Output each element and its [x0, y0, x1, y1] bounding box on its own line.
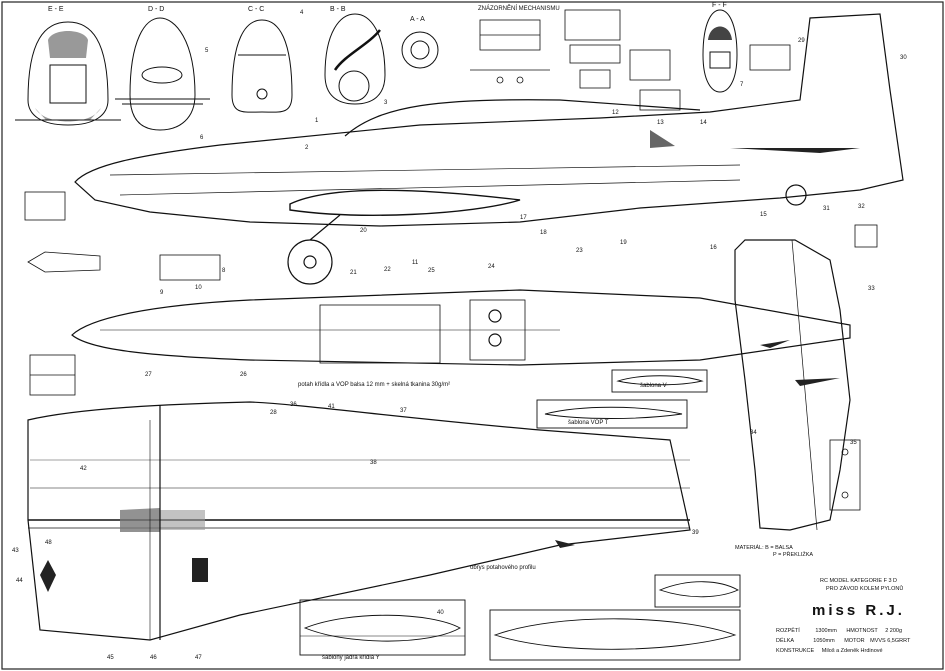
- section-label-f: F - F: [712, 2, 727, 9]
- spec-value: Miloš a Zdeněk Hrdinové: [821, 648, 883, 654]
- part-callout-11: 11: [412, 260, 419, 266]
- part-callout-27: 27: [145, 372, 152, 378]
- part-callout-26: 26: [240, 372, 247, 378]
- part-callout-6: 6: [200, 135, 204, 141]
- part-callout-28: 28: [270, 410, 277, 416]
- plan-title: miss R.J.: [812, 602, 905, 619]
- part-callout-31: 31: [823, 206, 830, 212]
- part-callout-1: 1: [315, 118, 319, 124]
- fuselage-top-view: [71, 289, 851, 366]
- part-callout-22: 22: [384, 267, 391, 273]
- wing-profile-note: obrys potahového profilu: [470, 565, 536, 571]
- part-callout-32: 32: [858, 204, 865, 210]
- part-callout-2: 2: [305, 145, 309, 151]
- part-callout-42: 42: [80, 466, 87, 472]
- part-callout-43: 43: [12, 548, 19, 554]
- header-line-2: PRO ZÁVOD KOLEM PYLONŮ: [826, 586, 904, 592]
- part-callout-34: 34: [750, 430, 757, 436]
- part-callout-10: 10: [195, 285, 202, 291]
- section-b-b: [324, 13, 386, 105]
- part-callout-36: 36: [290, 402, 297, 408]
- part-callout-16: 16: [710, 245, 717, 251]
- section-c-c: [231, 19, 293, 113]
- part-callout-4: 4: [300, 10, 304, 16]
- specs-row-2: DÉLKA 1050mm MOTOR MVVS 6,5GRRT: [776, 638, 910, 645]
- part-callout-30: 30: [900, 55, 907, 61]
- section-d-d: [115, 17, 210, 131]
- tail-fin-view: [734, 239, 851, 531]
- part-callout-9: 9: [160, 290, 164, 296]
- stab-template-note: šablona VOP T: [568, 420, 609, 426]
- part-callout-38: 38: [370, 460, 377, 466]
- part-callout-14: 14: [700, 120, 707, 126]
- part-callout-35: 35: [850, 440, 857, 446]
- spec-label: MOTOR: [844, 638, 865, 644]
- spec-label: ROZPĚTÍ: [776, 628, 800, 634]
- section-f-f: [702, 9, 738, 93]
- part-callout-12: 12: [612, 110, 619, 116]
- part-callout-8: 8: [222, 268, 226, 274]
- spec-label: HMOTNOST: [846, 628, 878, 634]
- detail-sketches-left: [24, 191, 878, 511]
- section-label-a: A - A: [410, 16, 425, 23]
- section-a-a: [401, 31, 439, 69]
- part-callout-24: 24: [488, 264, 495, 270]
- part-callout-45: 45: [107, 655, 114, 661]
- part-callout-25: 25: [428, 268, 435, 274]
- part-callout-40: 40: [437, 610, 444, 616]
- part-callout-21: 21: [350, 270, 357, 276]
- spec-label: KONSTRUKCE: [776, 648, 815, 654]
- part-callout-17: 17: [520, 215, 527, 221]
- part-callout-20: 20: [360, 228, 367, 234]
- section-label-c: C - C: [248, 6, 265, 13]
- spec-value: 1300mm: [815, 628, 837, 634]
- mechanism-details: [470, 9, 791, 111]
- part-callout-23: 23: [576, 248, 583, 254]
- part-callout-44: 44: [16, 578, 23, 584]
- part-callout-19: 19: [620, 240, 627, 246]
- tail-template-note: šablona V: [640, 383, 667, 389]
- part-callout-3: 3: [384, 100, 388, 106]
- part-callout-29: 29: [798, 38, 805, 44]
- part-callout-41: 41: [328, 404, 335, 410]
- wing-skin-note: potah křídla a VOP balsa 12 mm + skelná …: [298, 382, 451, 388]
- part-callout-7: 7: [740, 82, 744, 88]
- fuselage-side-view: [74, 13, 904, 285]
- spec-value: 2 200g: [885, 628, 903, 634]
- header-line-1: RC MODEL KATEGORIE F 3 D: [820, 578, 898, 584]
- part-callout-37: 37: [400, 408, 407, 414]
- material-line-1: MATERIÁL: B = BALSA: [735, 545, 793, 551]
- spec-value: MVVS 6,5GRRT: [870, 638, 911, 644]
- section-label-b: B - B: [330, 6, 346, 13]
- mechanism-note: ZNÁZORNĚNÍ MECHANISMU: [478, 6, 560, 12]
- part-callout-47: 47: [195, 655, 202, 661]
- spec-value: 1050mm: [813, 638, 835, 644]
- section-label-e: E - E: [48, 6, 64, 13]
- part-callout-15: 15: [760, 212, 767, 218]
- specs-row-1: ROZPĚTÍ 1300mm HMOTNOST 2 200g: [776, 628, 902, 635]
- profile-templates: [299, 369, 741, 661]
- section-label-d: D - D: [148, 6, 165, 13]
- part-callout-13: 13: [657, 120, 664, 126]
- material-line-2: P = PŘEKLIŽKA: [773, 552, 814, 558]
- spec-label: DÉLKA: [776, 638, 794, 644]
- part-callout-39: 39: [692, 530, 699, 536]
- part-callout-18: 18: [540, 230, 547, 236]
- section-e-e: [15, 21, 121, 126]
- wing-plan-view: [27, 401, 691, 641]
- part-callout-33: 33: [868, 286, 875, 292]
- part-callout-48: 48: [45, 540, 52, 546]
- part-callout-46: 46: [150, 655, 157, 661]
- specs-row-3: KONSTRUKCE Miloš a Zdeněk Hrdinové: [776, 648, 883, 655]
- part-callout-5: 5: [205, 48, 209, 54]
- core-template-note: šablony jádra křídla Y: [322, 655, 380, 661]
